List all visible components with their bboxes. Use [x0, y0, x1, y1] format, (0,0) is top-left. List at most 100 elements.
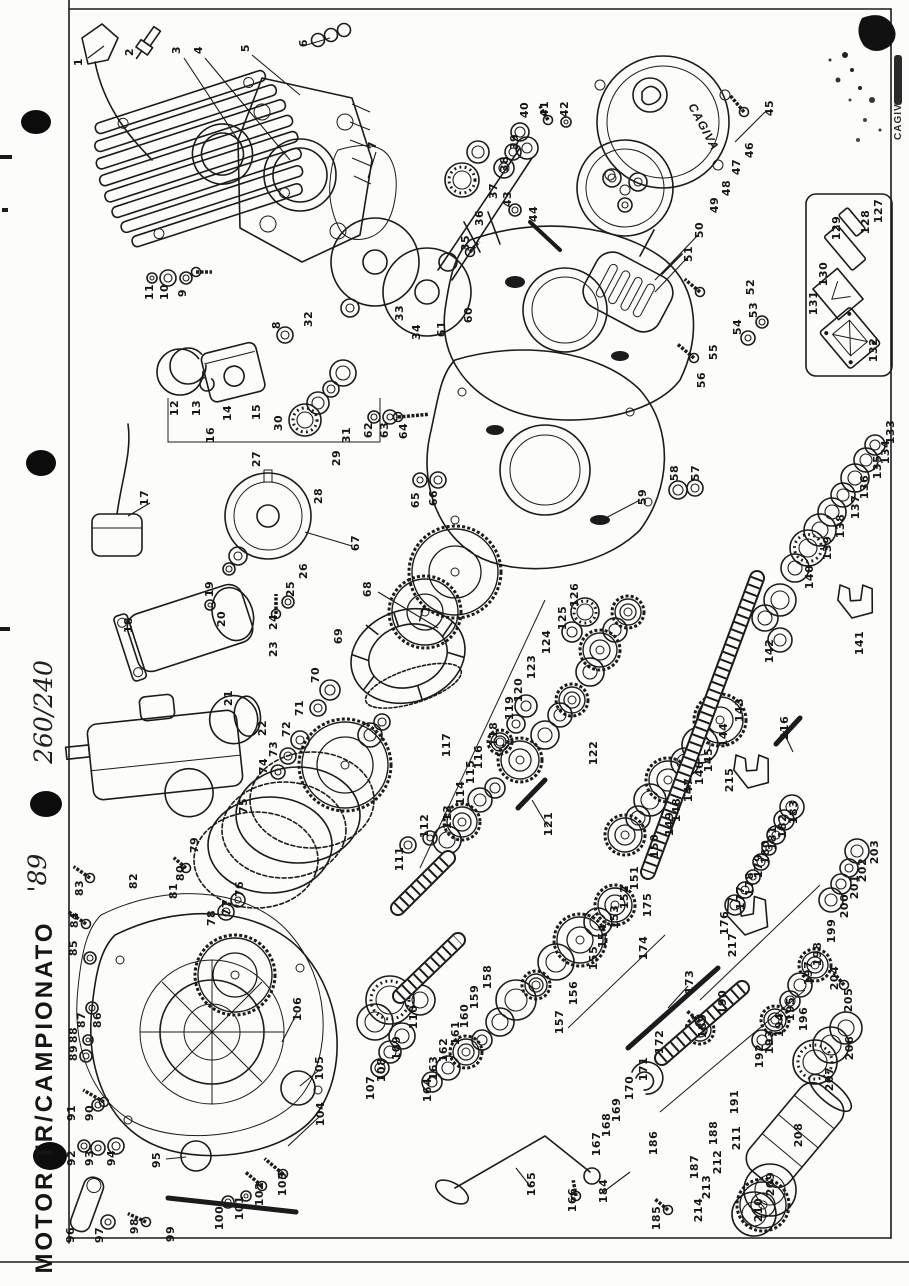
- clutch-cover: [90, 912, 338, 1157]
- part-label-182: 182: [776, 814, 789, 838]
- stator-plate: [576, 139, 674, 237]
- crankcase-right: [443, 211, 695, 421]
- part-label-194: 194: [773, 1013, 786, 1037]
- cable-nuts: [310, 22, 352, 48]
- part-label-4: 4: [192, 46, 205, 54]
- part-label-42: 42: [558, 101, 571, 117]
- part-label-49: 49: [708, 197, 721, 213]
- part-label-80: 80: [174, 865, 187, 881]
- part-label-190: 190: [716, 990, 729, 1014]
- part-label-110: 110: [407, 1005, 420, 1029]
- part-label-65: 65: [409, 492, 422, 508]
- part-label-76: 76: [233, 881, 246, 897]
- part-label-107: 107: [364, 1076, 377, 1100]
- part-label-23: 23: [267, 641, 280, 657]
- part-label-126: 126: [568, 583, 581, 607]
- part-label-197: 197: [802, 961, 815, 985]
- part-label-72: 72: [280, 721, 293, 737]
- part-label-20: 20: [215, 611, 228, 627]
- part-label-177: 177: [734, 886, 747, 910]
- part-label-31: 31: [340, 427, 353, 443]
- shift-fork: [733, 754, 770, 789]
- part-label-18: 18: [122, 617, 135, 633]
- part-label-164: 164: [421, 1078, 434, 1102]
- part-label-59: 59: [636, 489, 649, 505]
- part-label-44: 44: [527, 206, 540, 222]
- part-label-172: 172: [653, 1030, 666, 1054]
- part-label-82: 82: [127, 873, 140, 889]
- part-label-206: 206: [843, 1036, 856, 1060]
- part-label-179: 179: [752, 854, 765, 878]
- part-label-24: 24: [267, 614, 280, 630]
- part-label-94: 94: [105, 1150, 118, 1166]
- part-label-155: 155: [587, 946, 600, 970]
- part-label-48: 48: [720, 180, 733, 196]
- corner-noise: [828, 15, 902, 142]
- part-label-108: 108: [375, 1058, 388, 1082]
- part-label-132: 132: [867, 338, 880, 362]
- part-label-98: 98: [128, 1218, 141, 1234]
- part-label-173: 173: [683, 970, 696, 994]
- part-label-166: 166: [566, 1188, 579, 1212]
- part-label-160: 160: [458, 1004, 471, 1028]
- part-label-92: 92: [65, 1150, 78, 1166]
- part-label-85: 85: [67, 940, 80, 956]
- part-label-145: 145: [702, 748, 715, 772]
- carburetor: [64, 693, 262, 818]
- part-label-202: 202: [856, 858, 869, 882]
- stamp-smudge: [894, 55, 902, 105]
- part-label-79: 79: [188, 837, 201, 853]
- part-label-178: 178: [743, 872, 756, 896]
- part-label-100: 100: [213, 1206, 226, 1230]
- part-label-66: 66: [427, 490, 440, 506]
- part-label-68: 68: [361, 581, 374, 597]
- part-label-105: 105: [313, 1056, 326, 1080]
- part-label-103: 103: [276, 1172, 289, 1196]
- part-label-212: 212: [711, 1150, 724, 1174]
- part-label-58: 58: [668, 465, 681, 481]
- part-label-14: 14: [221, 405, 234, 421]
- part-label-214: 214: [692, 1198, 705, 1222]
- part-label-121: 121: [542, 812, 555, 836]
- output-drum: [745, 1073, 853, 1189]
- part-label-152: 152: [618, 885, 631, 909]
- part-label-188: 188: [707, 1121, 720, 1145]
- part-label-95: 95: [150, 1152, 163, 1168]
- part-label-89: 89: [67, 1045, 80, 1061]
- part-label-141: 141: [853, 631, 866, 655]
- part-label-57: 57: [689, 465, 702, 481]
- shift-fork: [726, 895, 769, 936]
- part-label-90: 90: [83, 1105, 96, 1121]
- head-gasket: [329, 145, 397, 240]
- vented-cover: [582, 251, 674, 333]
- part-label-147: 147: [682, 778, 695, 802]
- part-label-55: 55: [707, 344, 720, 360]
- part-label-205: 205: [842, 988, 855, 1012]
- part-label-209: 209: [764, 1172, 777, 1196]
- shift-fork: [837, 584, 874, 619]
- part-label-8: 8: [270, 321, 283, 329]
- cover-brand-logo: CAGIVA: [685, 101, 722, 153]
- part-label-17: 17: [138, 490, 151, 506]
- part-label-88: 88: [67, 1027, 80, 1043]
- clutch-arm: [69, 1176, 105, 1233]
- part-label-139: 139: [821, 536, 834, 560]
- part-label-61: 61: [435, 321, 448, 337]
- part-label-53: 53: [747, 302, 760, 318]
- part-label-60: 60: [462, 307, 475, 323]
- part-label-167: 167: [590, 1132, 603, 1156]
- part-label-165: 165: [525, 1172, 538, 1196]
- circlip: [199, 376, 215, 392]
- part-label-29: 29: [330, 450, 343, 466]
- part-label-158: 158: [481, 965, 494, 989]
- part-label-142: 142: [763, 639, 776, 663]
- part-label-97: 97: [93, 1227, 106, 1243]
- part-label-217: 217: [726, 933, 739, 957]
- part-label-128: 128: [859, 210, 872, 234]
- part-label-109: 109: [390, 1036, 403, 1060]
- part-label-111: 111: [393, 847, 406, 871]
- part-label-176: 176: [718, 911, 731, 935]
- part-label-62: 62: [362, 422, 375, 438]
- part-label-106: 106: [291, 997, 304, 1021]
